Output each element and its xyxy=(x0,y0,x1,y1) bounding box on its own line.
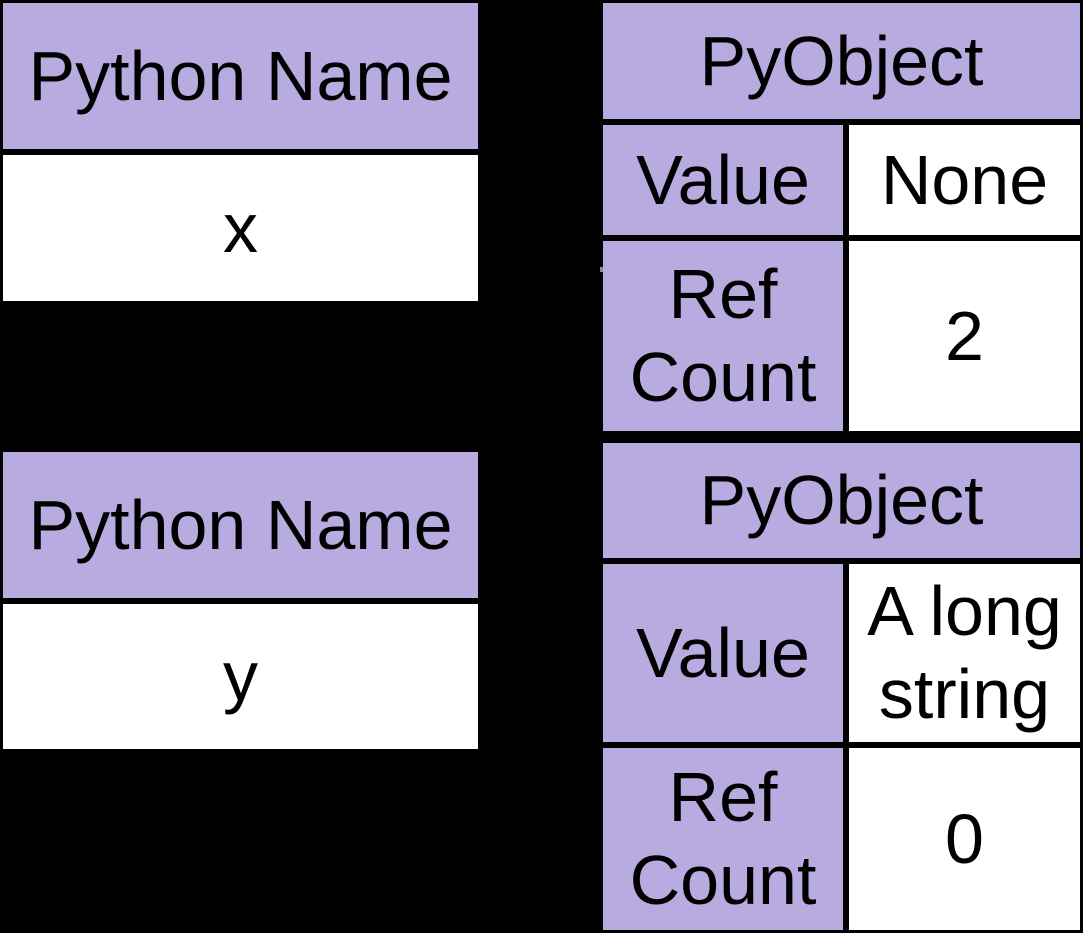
refcount-cell: 2 xyxy=(849,241,1080,431)
refcount-cell: 0 xyxy=(849,748,1080,930)
python-name-value-x: x xyxy=(3,155,478,301)
python-name-table-y: Python Name y xyxy=(0,449,481,752)
value-label-cell: Value xyxy=(603,564,843,742)
python-name-value-y: y xyxy=(3,604,478,749)
arrow-tip-artifact xyxy=(600,267,603,272)
python-name-header: Python Name xyxy=(3,452,478,598)
value-cell: None xyxy=(849,125,1080,235)
value-label-cell: Value xyxy=(603,125,843,235)
pyobject-table-long-string: PyObject Value A long string Ref Count 0 xyxy=(600,440,1083,933)
pyobject-header: PyObject xyxy=(603,443,1080,558)
pyobject-table-none: PyObject Value None Ref Count 2 xyxy=(600,0,1083,434)
refcount-label-cell: Ref Count xyxy=(603,241,843,431)
value-cell: A long string xyxy=(849,564,1080,742)
refcount-label-cell: Ref Count xyxy=(603,748,843,930)
python-name-header: Python Name xyxy=(3,3,478,149)
pyobject-header: PyObject xyxy=(603,3,1080,119)
python-name-table-x: Python Name x xyxy=(0,0,481,304)
